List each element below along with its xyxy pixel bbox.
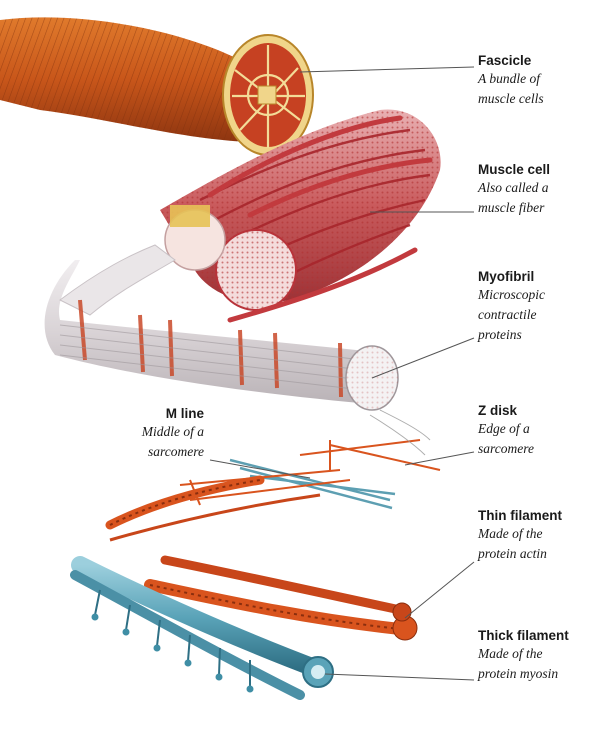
myofibril-label: Myofibril Microscopic contractile protei… <box>478 268 590 345</box>
fascicle-desc-line1: A bundle of <box>478 69 590 89</box>
fascicle-bundle <box>0 17 313 155</box>
z-disk-leader <box>405 452 474 465</box>
fascicle-leader <box>300 67 474 72</box>
thick-filament-label: Thick filament Made of the protein myosi… <box>478 627 590 684</box>
fascicle-title: Fascicle <box>478 52 590 69</box>
z-disk-desc-line2: sarcomere <box>478 439 590 459</box>
thin-filament-desc-line2: protein actin <box>478 544 590 564</box>
fascicle-label: Fascicle A bundle of muscle cells <box>478 52 590 109</box>
muscle-cell-bundle <box>160 110 441 320</box>
thick-filament-desc-line1: Made of the <box>478 644 590 664</box>
z-disk-title: Z disk <box>478 402 590 419</box>
m-line-desc-line1: Middle of a <box>64 422 204 442</box>
thick-filament-leader <box>325 674 474 680</box>
thick-filament-desc-line2: protein myosin <box>478 664 590 684</box>
sarcomere-filaments <box>180 410 440 508</box>
thin-filament-title: Thin filament <box>478 507 590 524</box>
z-disk-label: Z disk Edge of a sarcomere <box>478 402 590 459</box>
m-line-leader <box>210 460 310 478</box>
thick-filament-title: Thick filament <box>478 627 590 644</box>
m-line-label: M line Middle of a sarcomere <box>64 405 204 462</box>
thin-filament-leader <box>405 562 474 618</box>
muscle-cell-title: Muscle cell <box>478 161 590 178</box>
z-disk-desc-line1: Edge of a <box>478 419 590 439</box>
fascicle-desc-line2: muscle cells <box>478 89 590 109</box>
thin-filament-label: Thin filament Made of the protein actin <box>478 507 590 564</box>
myofibril-title: Myofibril <box>478 268 590 285</box>
myofibril-desc-line1: Microscopic <box>478 285 590 305</box>
thin-filament-desc-line1: Made of the <box>478 524 590 544</box>
muscle-cell-desc-line1: Also called a <box>478 178 590 198</box>
myofibril-desc-line2: contractile <box>478 305 590 325</box>
myofibril-desc-line3: proteins <box>478 325 590 345</box>
muscle-cell-desc-line2: muscle fiber <box>478 198 590 218</box>
m-line-desc-line2: sarcomere <box>64 442 204 462</box>
muscle-cell-label: Muscle cell Also called a muscle fiber <box>478 161 590 218</box>
m-line-title: M line <box>64 405 204 422</box>
